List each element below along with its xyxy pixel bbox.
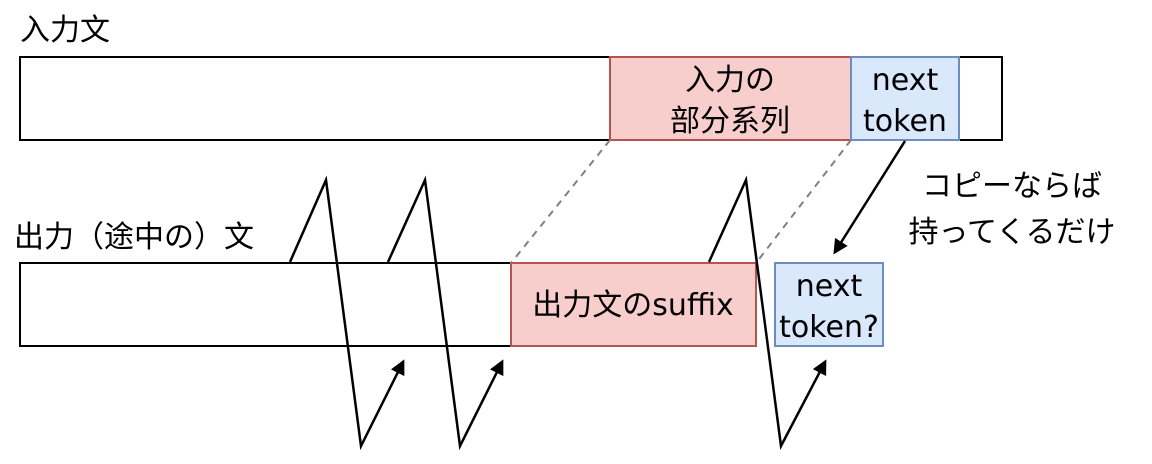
output-next-token-box xyxy=(774,262,884,347)
input-subsequence-box xyxy=(609,56,852,141)
input-subsequence-label-line2: 部分系列 xyxy=(670,104,790,139)
output-next-token-label-line2: token? xyxy=(779,310,879,345)
input-next-token-box xyxy=(850,56,960,141)
dashed-link-right xyxy=(755,139,852,264)
copy-note-line2: 持ってくるだけ xyxy=(909,215,1116,250)
output-sentence-bar xyxy=(19,262,512,347)
zigzag-arrow-1 xyxy=(288,175,405,451)
input-next-token-label-line1: next xyxy=(872,63,939,98)
output-next-token-label-line1: next xyxy=(796,269,863,304)
copy-arrow xyxy=(833,140,907,255)
input-next-token-label-line2: token xyxy=(863,104,947,139)
output-suffix-label: 出力文のsuffix xyxy=(532,288,733,323)
zigzag-arrow-3 xyxy=(707,175,827,451)
dashed-link-left xyxy=(510,139,611,264)
copy-note-line1: コピーならば xyxy=(922,169,1102,204)
input-subsequence-label-line1: 入力の xyxy=(685,63,775,98)
output-sentence-label: 出力（途中の）文 xyxy=(14,220,254,255)
zigzag-arrow-2 xyxy=(386,175,504,451)
output-suffix-box xyxy=(510,262,757,347)
input-sentence-label: 入力文 xyxy=(20,13,110,48)
